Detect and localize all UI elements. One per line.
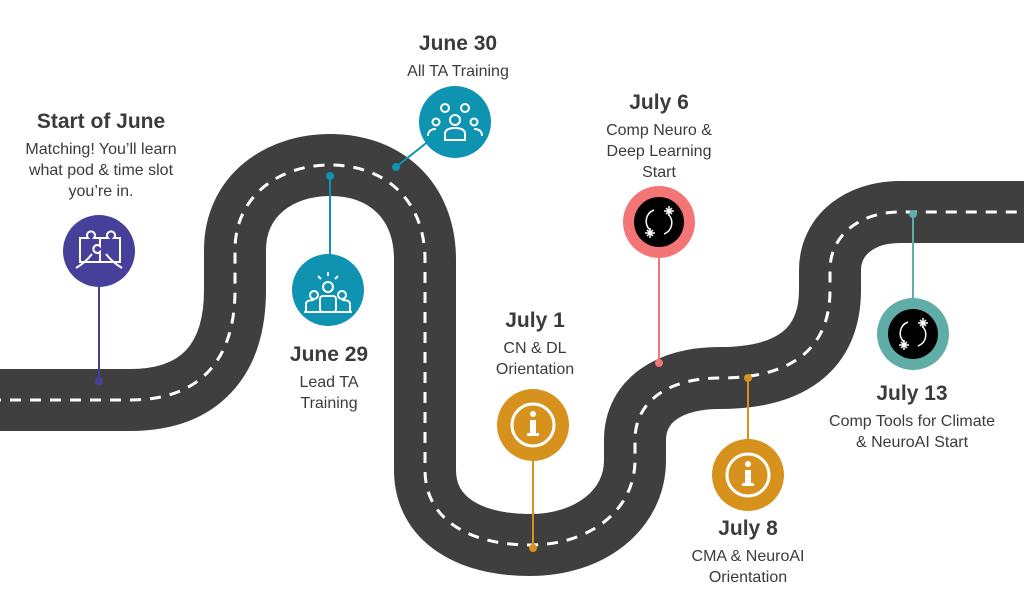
label-june-30: June 30 All TA Training xyxy=(407,31,509,82)
milestone-title: June 29 xyxy=(289,343,369,366)
milestone-title: July 1 xyxy=(505,309,565,332)
marker-june-30 xyxy=(392,86,491,171)
milestone-title: July 6 xyxy=(629,91,689,114)
milestone-title: Start of June xyxy=(36,110,166,133)
network-cycle-icon xyxy=(899,318,928,350)
milestone-description: All TA Training xyxy=(407,63,509,80)
milestone-title: July 13 xyxy=(876,382,948,405)
marker-july-6 xyxy=(623,186,695,367)
milestone-title: June 30 xyxy=(418,32,498,55)
marker-july-1 xyxy=(497,389,569,552)
marker-start-of-june xyxy=(63,215,135,385)
puzzle-icon xyxy=(75,230,123,269)
milestone-description: Comp Tools for Climate& NeuroAI Start xyxy=(829,413,995,451)
road-surface xyxy=(0,133,1024,577)
info-icon xyxy=(510,402,556,448)
marker-july-13 xyxy=(877,210,949,370)
milestone-title: July 8 xyxy=(718,517,778,540)
group-leader-icon xyxy=(304,272,352,313)
marker-june-29 xyxy=(292,172,364,326)
people-group-icon xyxy=(427,103,483,141)
label-july-13: July 13 Comp Tools for Climate& NeuroAI … xyxy=(829,381,995,453)
network-cycle-icon xyxy=(645,206,674,238)
info-icon xyxy=(725,452,771,498)
marker-july-8 xyxy=(712,374,784,511)
